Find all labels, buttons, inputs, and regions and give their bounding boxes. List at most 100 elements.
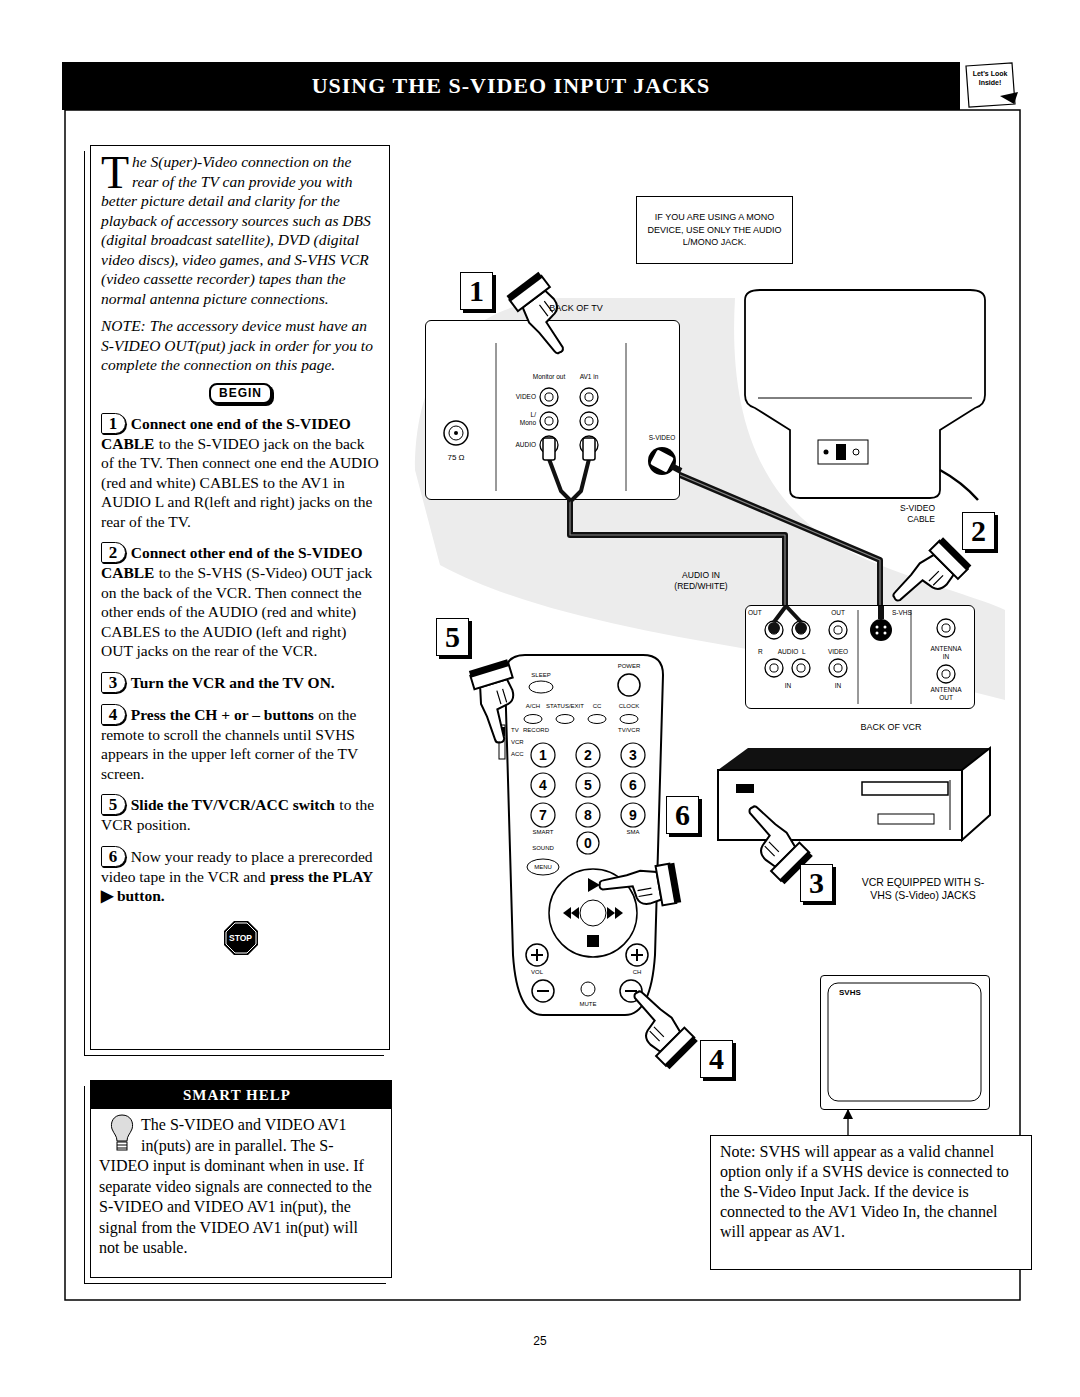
remote-control: [576, 743, 600, 767]
button-label: TV: [511, 727, 523, 735]
vcr-unit: [718, 748, 990, 840]
vcr-jack-panel: [937, 665, 955, 683]
remote-control: [607, 907, 615, 919]
vcr-jack-panel: [797, 664, 805, 672]
remote-control: [587, 935, 599, 947]
tv-rear: [836, 444, 846, 460]
remote-control: [556, 715, 574, 724]
tv-rear: [745, 290, 985, 500]
remote-control: [537, 990, 549, 992]
button-label: 6: [623, 776, 643, 794]
vcr-jack-panel: [942, 670, 950, 678]
button-label: TV/VCR: [613, 727, 645, 735]
tv-jack-panel: [426, 321, 681, 501]
remote-control: [576, 803, 600, 827]
jack-label: VIDEO: [492, 393, 536, 401]
paragraph: NOTE: The accessory device must have an …: [101, 316, 380, 375]
note-text: Note: SVHS will appear as a valid channe…: [720, 1142, 1022, 1242]
help-text: The S-VIDEO and VIDEO AV1 in(puts) are i…: [99, 1115, 382, 1259]
remote-control: [618, 674, 640, 696]
button-label: 9: [623, 806, 643, 824]
jack-label: SVHS: [839, 988, 861, 998]
look-inside-icon: [966, 63, 1015, 107]
tv-rear: [818, 440, 868, 464]
tv-rear: [940, 470, 978, 500]
tv-jack-panel: [585, 417, 593, 425]
remote-control: [625, 990, 637, 992]
jack-label: ANTENNA OUT: [930, 686, 962, 702]
vcr-jack-panel: [795, 622, 807, 634]
vcr-jack-panel: [829, 621, 847, 639]
page-frame: [62, 62, 1020, 1300]
vcr-unit: [736, 784, 754, 793]
button-label: ACC: [511, 751, 527, 759]
look-inside-icon: [1000, 92, 1018, 104]
remote-control: [620, 715, 638, 724]
page-number: 25: [528, 1334, 552, 1348]
box-heading: SMART HELP: [91, 1081, 391, 1109]
intro-text: The S(uper)-Video connection on the rear…: [101, 152, 380, 308]
tv-jack-panel: [454, 431, 458, 435]
vcr-jack-panel: BACK OF VCROUTOUTS-VHSRAUDIOLVIDEOININAN…: [745, 605, 975, 709]
vcr-jack-panel: [884, 626, 887, 629]
vcr-jack-panel: [770, 664, 778, 672]
jack-label: AV1 in: [574, 373, 604, 381]
begin-badge: BEGIN: [209, 383, 272, 404]
remote-control: [531, 773, 555, 797]
stop-sign: [224, 921, 258, 955]
button-label: A/CH: [522, 703, 544, 711]
step-number: 6: [101, 846, 126, 867]
smart-help-box: [111, 1115, 132, 1141]
tv-screen: SVHS: [820, 975, 990, 1110]
jack-label: S-VIDEO: [640, 434, 684, 442]
remote-control: [626, 944, 648, 966]
caption-text: VCR EQUIPPED WITH S-VHS (S-Video) JACKS: [852, 876, 994, 902]
button-label: CH: [625, 969, 649, 977]
cable: [570, 500, 785, 605]
note-box: IF YOU ARE USING A MONO DEVICE, USE ONLY…: [636, 196, 793, 264]
step-number: 5: [101, 794, 126, 815]
step-row: 6Now your ready to place a prerecorded v…: [101, 846, 380, 906]
button-label: CC: [589, 703, 605, 711]
remote-control: [588, 878, 600, 892]
vcr-jack-panel: [792, 621, 810, 639]
vcr-unit: [718, 748, 990, 770]
tv-jack-panel: [543, 438, 555, 460]
remote-control: [524, 715, 542, 724]
page-frame: [65, 110, 1020, 1300]
cable: [570, 500, 785, 605]
vcr-jack-panel: [829, 659, 847, 677]
tv-jack-panel: [540, 412, 558, 430]
button-label: POWER: [615, 663, 643, 671]
tv-jack-panel: [449, 426, 463, 440]
tv-rear: [824, 450, 829, 455]
button-label: MENU: [527, 864, 559, 872]
remote-control: [588, 715, 606, 724]
vcr-jack-panel: [768, 622, 780, 634]
vcr-jack-panel: [834, 626, 842, 634]
vcr-unit: [862, 782, 948, 795]
remote-control: [531, 743, 555, 767]
slot: STOP: [101, 920, 380, 956]
tv-jack-panel: [580, 412, 598, 430]
vcr-jack-panel: [878, 606, 884, 619]
button-label: SLEEP: [527, 672, 555, 680]
remote-control: [615, 907, 623, 919]
step-row: 5Slide the TV/VCR/ACC switchto the VCR p…: [101, 794, 380, 835]
instruction-panel: The S(uper)-Video connection on the rear…: [90, 145, 390, 1050]
callout-number: 5: [436, 618, 469, 656]
button-label: 7: [533, 806, 553, 824]
vcr-jack-panel: [870, 619, 892, 641]
tv-rear: [853, 449, 859, 455]
tv-jack-panel: [648, 447, 676, 475]
tv-jack-panel: [580, 388, 598, 406]
look-inside-icon: [966, 63, 1018, 107]
button-label: 8: [578, 806, 598, 824]
button-label: 5: [578, 776, 598, 794]
page-title: USING THE S-VIDEO INPUT JACKS: [62, 62, 960, 110]
cable-label: S-VIDEO CABLE: [888, 503, 935, 524]
button-label: SMA: [617, 829, 649, 837]
remote-control: [531, 803, 555, 827]
button-label: CLOCK: [615, 703, 643, 711]
vcr-jack-panel: [876, 626, 879, 629]
